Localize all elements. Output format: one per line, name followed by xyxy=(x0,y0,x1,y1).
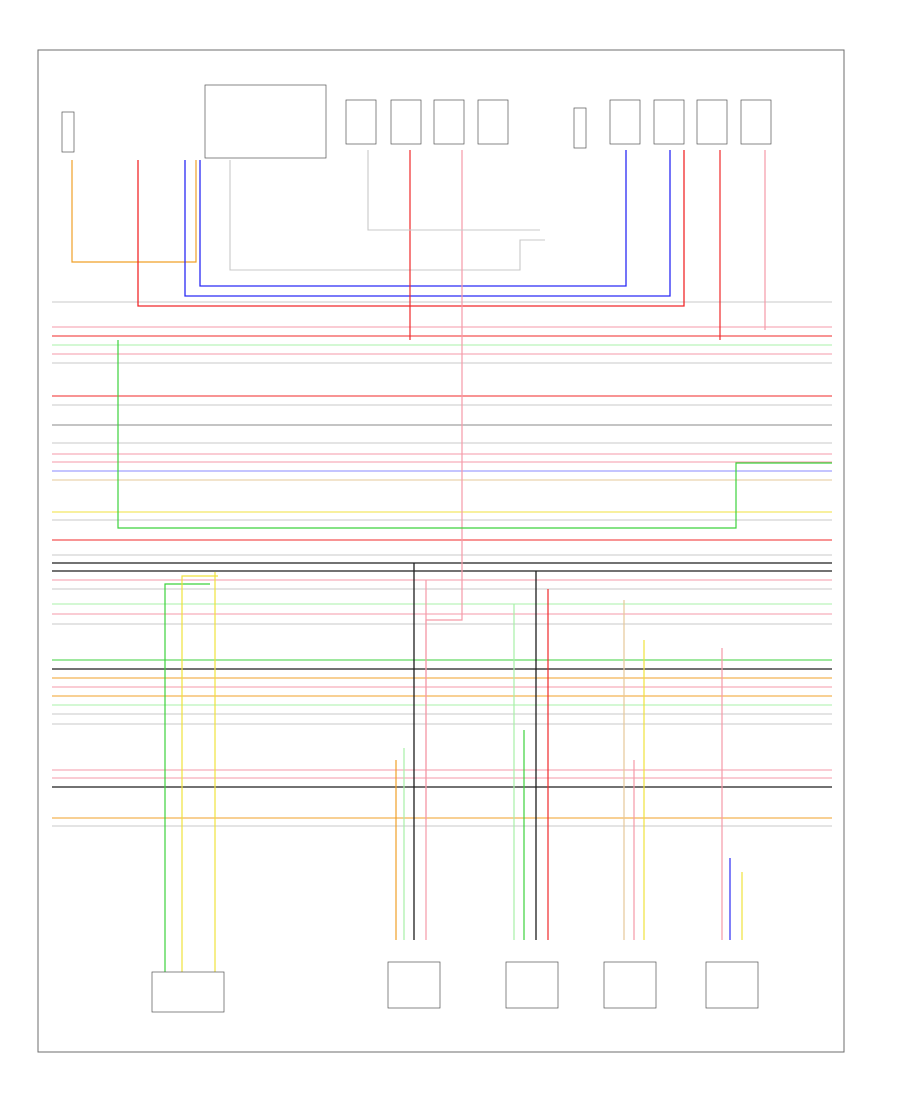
knock-sensor-2-box xyxy=(505,961,559,1009)
top-left-module-box xyxy=(61,111,75,153)
coil-feed-blue xyxy=(184,150,671,297)
sensor-wire-1 xyxy=(71,160,197,263)
diagram-frame xyxy=(37,49,845,1053)
module-wire-b xyxy=(181,575,218,972)
left-coil-2-box xyxy=(653,99,685,145)
left-coil-1-box xyxy=(609,99,641,145)
right-coil-1-box xyxy=(345,99,377,145)
bottom-left-module-box xyxy=(151,971,225,1013)
coil-feed-red xyxy=(137,150,685,307)
right-coil-4-box xyxy=(477,99,509,145)
left-coil-3-box xyxy=(696,99,728,145)
wire-layer xyxy=(52,150,832,972)
knock-sensor-3-box xyxy=(603,961,657,1009)
green-loop xyxy=(117,340,832,529)
right-coil-1-return xyxy=(367,150,540,231)
right-coil-3-feed xyxy=(425,150,463,820)
ecm-connector-box xyxy=(204,84,327,159)
cam-sensor-box xyxy=(573,107,587,149)
knock-sensor-4-box xyxy=(705,961,759,1009)
component-layer xyxy=(61,84,772,1013)
coil-feed-blue-2 xyxy=(199,150,627,287)
right-coil-2-box xyxy=(390,99,422,145)
module-wire-a xyxy=(164,583,210,972)
coil-return xyxy=(229,160,545,271)
knock-sensor-1-box xyxy=(387,961,441,1009)
right-coil-3-box xyxy=(433,99,465,145)
left-coil-4-box xyxy=(740,99,772,145)
